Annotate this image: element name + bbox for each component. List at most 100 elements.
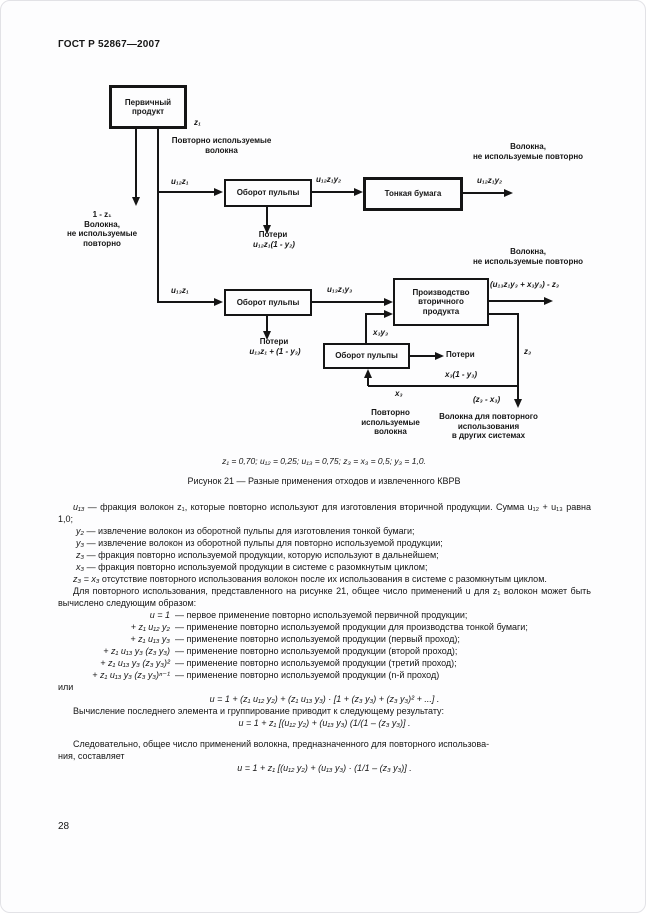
arrow-right-icon bbox=[384, 298, 393, 306]
flow-line bbox=[368, 385, 519, 387]
not-reused-left-label: 1 - z₁ Волокна, не используемые повторно bbox=[66, 210, 138, 248]
reused-bottom-label: Повторно используемые волокна bbox=[361, 408, 420, 436]
arrow-down-icon bbox=[132, 197, 140, 206]
flow-line bbox=[312, 301, 386, 303]
page-number: 28 bbox=[58, 821, 70, 832]
arrow-right-icon bbox=[384, 310, 393, 318]
primary-product-label: Первичный продукт bbox=[124, 97, 172, 117]
series-formula: + z₁ u₁₃ y₃ (z₃ y₃)² bbox=[100, 658, 170, 668]
z1-label: z₁ bbox=[194, 118, 201, 127]
x3-1-y3-label: x₃(1 - y₃) bbox=[445, 370, 478, 379]
definition-term: u₁₃ bbox=[73, 502, 85, 512]
arrow-right-icon bbox=[435, 352, 444, 360]
series-formula: + z₁ u₁₃ y₃ (z₃ y₃)ⁿ⁻¹ bbox=[92, 670, 170, 680]
definition-desc: — фракция повторно используемой продукци… bbox=[86, 550, 439, 560]
flow-line bbox=[135, 129, 137, 199]
arrow-down-icon bbox=[514, 399, 522, 408]
pulp-circuit-3-label: Оборот пульпы bbox=[335, 351, 398, 361]
series-desc: — применение повторно используемой проду… bbox=[175, 658, 457, 668]
flow-line bbox=[158, 301, 215, 303]
definition-item: y₃ — извлечение волокон из оборотной пул… bbox=[58, 537, 591, 549]
arrow-right-icon bbox=[504, 189, 513, 197]
definition-desc: — извлечение волокон из оборотной пульпы… bbox=[86, 526, 415, 536]
definition-desc: — фракция волокон z₁, которые повторно и… bbox=[58, 502, 591, 524]
arrow-up-icon bbox=[364, 369, 372, 378]
x3y3-label: x₃y₃ bbox=[373, 328, 389, 337]
fine-paper-box: Тонкая бумага bbox=[363, 177, 463, 211]
u12z1y2-out-label: u₁₂z₁y₂ bbox=[477, 176, 503, 185]
secondary-production-box: Производство вторичного продукта bbox=[393, 278, 489, 326]
formula-2: u = 1 + z₁ [(u₁₂ y₂) + (u₁₃ y₃) (1/(1 – … bbox=[238, 718, 411, 728]
series-desc: — применение повторно используемой проду… bbox=[175, 646, 458, 656]
pulp-circuit-1-label: Оборот пульпы bbox=[236, 188, 300, 198]
flow-line bbox=[266, 207, 268, 226]
pulp-circuit-3-box: Оборот пульпы bbox=[323, 343, 410, 369]
arrow-right-icon bbox=[544, 297, 553, 305]
not-reused-right2-label: Волокна, не используемые повторно bbox=[472, 247, 584, 266]
other-systems-label: Волокна для повторного использования в д… bbox=[439, 412, 538, 440]
series-formula: + z₁ u₁₃ y₃ bbox=[130, 634, 170, 644]
definition-term: y₂ bbox=[76, 526, 84, 536]
definition-item: z₃ = x₃ отсутствие повторного использова… bbox=[58, 573, 591, 585]
intro-paragraph: Для повторного использования, представле… bbox=[58, 586, 591, 608]
flow-line bbox=[312, 191, 356, 193]
fine-paper-label: Тонкая бумага bbox=[384, 189, 442, 199]
flow-line bbox=[517, 313, 519, 401]
u12z1y2-mid-label: u₁₂z₁y₂ bbox=[316, 175, 342, 184]
definition-desc: — фракция повторно используемой продукци… bbox=[86, 562, 428, 572]
definition-term: z₃ bbox=[76, 550, 85, 560]
losses2-title: Потери bbox=[259, 337, 289, 346]
document-header: ГОСТ Р 52867—2007 bbox=[58, 39, 161, 50]
reused-fibers-top-label: Повторно используемые волокна bbox=[171, 136, 272, 155]
flow-line bbox=[158, 191, 215, 193]
series-row: + z₁ u₁₃ y₃ (z₃ y₃)ⁿ⁻¹ — применение повто… bbox=[58, 669, 591, 681]
calc-paragraph: Вычисление последнего элемента и группир… bbox=[73, 706, 445, 716]
losses1-title: Потери bbox=[258, 230, 288, 239]
z3-x3-label: (z₃ - x₃) bbox=[473, 395, 501, 404]
pulp-circuit-2-box: Оборот пульпы bbox=[224, 289, 312, 316]
body-text: u₁₃ — фракция волокон z₁, которые повтор… bbox=[58, 501, 591, 774]
primary-product-box: Первичный продукт bbox=[109, 85, 187, 129]
definition-desc: отсутствие повторного использования воло… bbox=[101, 574, 547, 584]
flow-line bbox=[489, 300, 545, 302]
flow-line bbox=[365, 313, 367, 344]
arrow-right-icon bbox=[214, 298, 223, 306]
flow-line bbox=[266, 316, 268, 333]
flow-line bbox=[367, 377, 369, 386]
formula-3: u = 1 + z₁ [(u₁₂ y₂) + (u₁₃ y₃) · (1/1 –… bbox=[237, 763, 412, 773]
figure-parameters: z₁ = 0,70; u₁₂ = 0,25; u₁₃ = 0,75; z₃ = … bbox=[222, 456, 426, 466]
u13z1y3-label: u₁₃z₁y₃ bbox=[327, 285, 353, 294]
flow-line bbox=[410, 355, 436, 357]
figure-caption: Рисунок 21 — Разные применения отходов и… bbox=[187, 476, 461, 486]
series-desc: — применение повторно используемой проду… bbox=[175, 670, 440, 680]
definition-item: z₃ — фракция повторно используемой проду… bbox=[58, 549, 591, 561]
x3-label: x₃ bbox=[395, 389, 403, 398]
series-formula: + z₁ u₁₃ y₃ (z₃ y₃) bbox=[103, 646, 170, 656]
losses1-formula: u₁₂z₁(1 - y₂) bbox=[253, 240, 295, 249]
or-word: или bbox=[58, 682, 74, 692]
flow-line bbox=[157, 129, 159, 303]
losses3-label: Потери bbox=[446, 350, 475, 359]
series-row: + z₁ u₁₃ y₃ (z₃ y₃)² — применение повторн… bbox=[58, 657, 591, 669]
series-row: + z₁ u₁₃ y₃— применение повторно использ… bbox=[58, 633, 591, 645]
definition-item: u₁₃ — фракция волокон z₁, которые повтор… bbox=[58, 501, 591, 525]
pulp-circuit-2-label: Оборот пульпы bbox=[236, 297, 300, 307]
not-reused-right1-label: Волокна, не используемые повторно bbox=[472, 142, 584, 161]
arrow-down-icon bbox=[263, 331, 271, 340]
series-row: u = 1 — первое применение повторно исполь… bbox=[58, 609, 591, 621]
definition-item: y₂ — извлечение волокон из оборотной пул… bbox=[58, 525, 591, 537]
flow-line bbox=[463, 192, 505, 194]
pulp-circuit-1-box: Оборот пульпы bbox=[224, 179, 312, 207]
definition-term: z₃ = x₃ bbox=[73, 574, 100, 584]
series-formula: u = 1 bbox=[149, 610, 170, 620]
z3-label: z₃ bbox=[524, 347, 532, 356]
u13z1-label: u₁₃z₁ bbox=[171, 286, 189, 295]
series-formula: + z₁ u₁₂ y₂ bbox=[130, 622, 170, 632]
definition-item: x₃ — фракция повторно используемой проду… bbox=[58, 561, 591, 573]
flow-line bbox=[489, 313, 519, 315]
definition-desc: — извлечение волокон из оборотной пульпы… bbox=[86, 538, 443, 548]
flow-line bbox=[365, 313, 386, 315]
losses2-formula: u₁₃z₁ + (1 - y₃) bbox=[249, 347, 301, 356]
series-desc: — первое применение повторно используемо… bbox=[175, 610, 468, 620]
arrow-right-icon bbox=[214, 188, 223, 196]
